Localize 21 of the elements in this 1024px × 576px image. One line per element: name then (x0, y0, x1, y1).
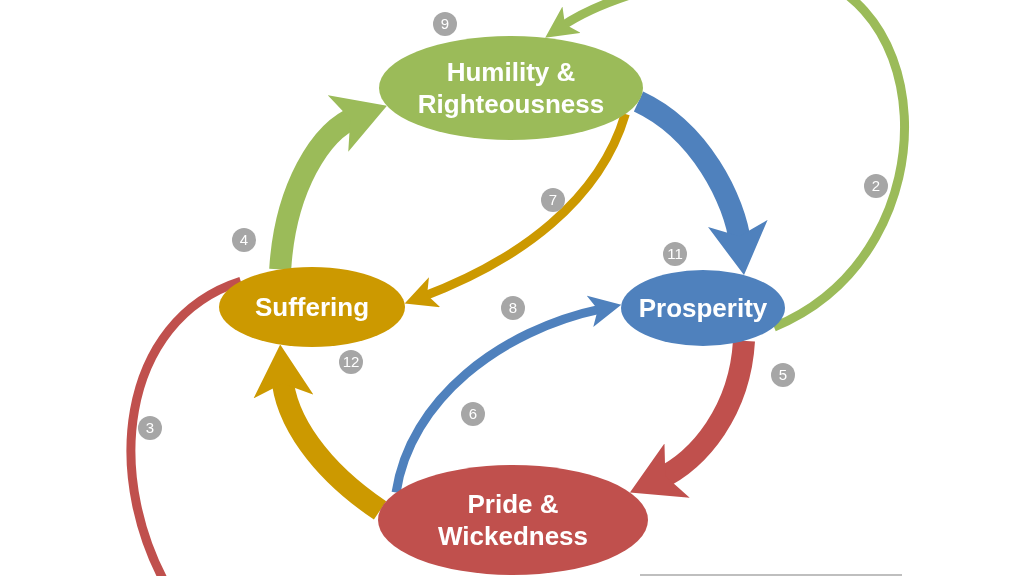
node-label: Prosperity (637, 291, 769, 325)
arrow (544, 0, 909, 331)
callout-number: 5 (771, 363, 795, 387)
node-label: Suffering (253, 290, 371, 324)
callout-number: 4 (232, 228, 256, 252)
arrow (254, 344, 387, 520)
callout-number: 7 (541, 188, 565, 212)
callout-number: 11 (663, 242, 687, 266)
arrow (391, 296, 622, 494)
callout-number: 6 (461, 402, 485, 426)
arrow (404, 112, 630, 307)
arrow (630, 339, 755, 497)
node-label: Humility & Righteousness (416, 55, 606, 121)
callout-number: 3 (138, 416, 162, 440)
callout-number: 8 (501, 296, 525, 320)
arrow (633, 91, 767, 275)
node-label: Pride & Wickedness (436, 487, 590, 553)
callout-number: 2 (864, 174, 888, 198)
arrow (269, 98, 386, 271)
callout-number: 9 (433, 12, 457, 36)
callout-number: 12 (339, 350, 363, 374)
